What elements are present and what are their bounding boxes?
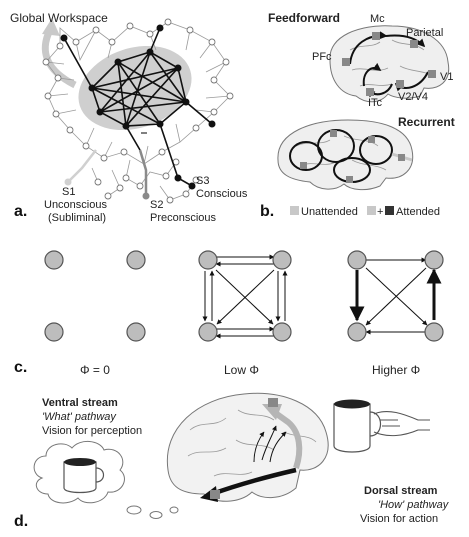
mug-hand-icon [333,399,430,453]
ventral-text: Ventral stream 'What' pathway Vision for… [42,397,142,437]
label-itc: ITc [368,97,383,109]
label-s3: S3 Conscious [196,175,248,200]
svg-text:Unconscious: Unconscious [44,199,107,211]
svg-text:S1: S1 [62,186,75,198]
caption-phi-zero: Φ = 0 [80,363,110,377]
legend-swatch-unattended-2 [367,206,376,215]
label-s2: S2 Preconscious [150,199,217,224]
network-higher-phi [347,250,444,342]
peripheral-nodes [42,18,234,204]
svg-text:S3: S3 [196,175,209,187]
s1-node [64,178,72,186]
panel-b-letter: b. [260,203,274,220]
core-nodes [60,24,216,190]
panel-a-letter: a. [14,203,27,220]
s2-path [138,149,148,196]
s1-path [67,149,97,183]
network-low-phi [198,250,292,342]
ff-arrow-3 [362,62,382,87]
label-v1: V1 [440,71,453,83]
attention-legend: Unattended + Attended [290,206,440,218]
label-v2v4: V2/V4 [398,91,428,103]
label-pfc: PFc [312,51,332,63]
svg-text:S2: S2 [150,199,163,211]
recurrent-region-markers [300,130,405,183]
dorsal-sub: 'How' pathway [378,499,450,511]
brain-lateral [166,392,329,502]
dorsal-text: Dorsal stream 'How' pathway Vision for a… [360,485,450,525]
coffee-cup-icon [63,458,105,494]
panel-c-letter: c. [14,359,27,376]
dorsal-arrow [272,409,303,469]
feedforward-title: Feedforward [268,11,340,25]
thought-bubble-1 [126,505,142,515]
region-markers [342,32,436,96]
ventral-arrow [211,467,297,497]
panel-d-letter: d. [14,513,28,530]
legend-label-plus: + [377,206,383,218]
label-s1: S1 Unconscious (Subliminal) [44,186,107,224]
ventral-desc: Vision for perception [42,425,142,437]
legend-swatch-unattended [290,206,299,215]
ventral-sub: 'What' pathway [42,411,117,423]
caption-higher-phi: Higher Φ [372,363,420,377]
panel-d: Ventral stream 'What' pathway Vision for… [14,392,450,530]
panel-b: Feedforward Mc Parietal PFc V1 V2/V4 ITc… [260,11,455,220]
svg-text:Conscious: Conscious [196,188,248,200]
dorsal-title: Dorsal stream [364,485,438,497]
ff-arrow-4 [349,31,388,65]
workspace-arrowhead-icon [42,18,60,36]
legend-label-attended: Attended [396,206,440,218]
ff-arrow-5 [385,34,426,48]
svg-text:Preconscious: Preconscious [150,212,217,224]
s2-node [142,192,150,200]
recurrent-loops [289,129,393,183]
caption-low-phi: Low Φ [224,363,259,377]
dorsal-desc: Vision for action [360,513,438,525]
thought-bubble-3 [169,506,179,514]
workspace-title: Global Workspace [10,11,108,25]
recurrent-title: Recurrent [398,115,455,129]
label-parietal: Parietal [406,27,443,39]
svg-text:(Subliminal): (Subliminal) [48,212,106,224]
label-mc: Mc [370,13,385,25]
legend-label-unattended: Unattended [301,206,358,218]
ventral-title: Ventral stream [42,397,118,409]
legend-swatch-attended [385,206,394,215]
thought-bubble-2 [149,511,163,519]
panel-a: Global Workspace [10,11,248,224]
network-phi-zero [44,250,146,342]
brain-bottom [277,119,414,191]
panel-c: Φ = 0 Low Φ Higher Φ c. [14,250,444,377]
